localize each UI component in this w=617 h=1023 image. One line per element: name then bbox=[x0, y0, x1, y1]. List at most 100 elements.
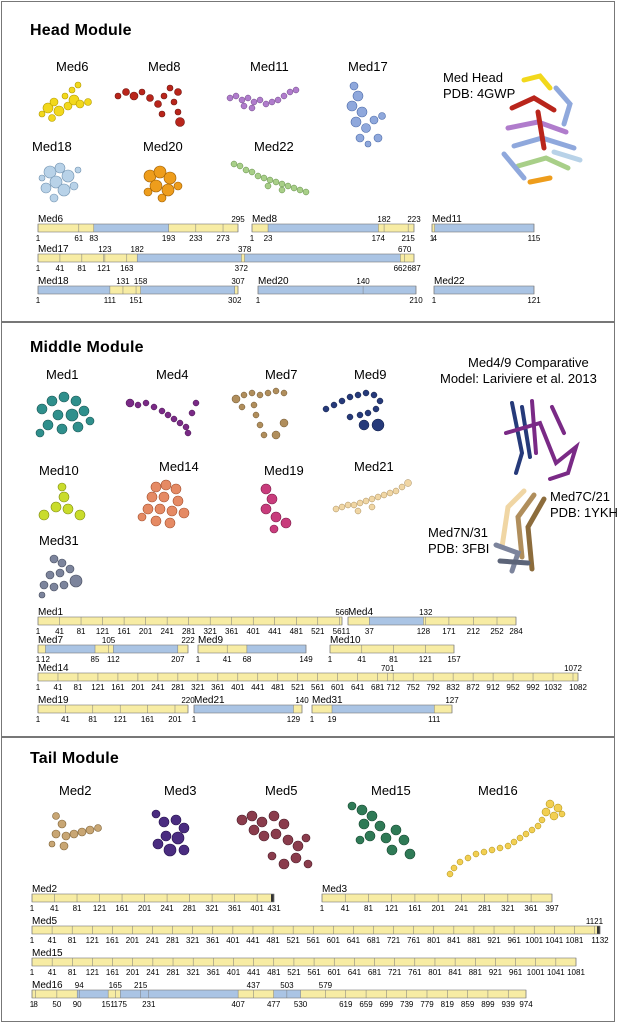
tick-label: 530 bbox=[294, 1000, 308, 1009]
tick-label: 441 bbox=[247, 968, 261, 977]
tick-label: 41 bbox=[223, 655, 232, 664]
tick-label: 307 bbox=[231, 277, 245, 286]
tick-label: 281 bbox=[171, 683, 185, 692]
med9-structure bbox=[322, 389, 385, 432]
tick-label: 41 bbox=[61, 715, 70, 724]
tick-label: 81 bbox=[88, 715, 97, 724]
tick-label: 4 bbox=[432, 234, 437, 243]
tick-label: 321 bbox=[187, 968, 201, 977]
middle-module-title: Middle Module bbox=[30, 339, 144, 356]
tick-label: 1 bbox=[328, 655, 333, 664]
protein-label-med2: Med2 bbox=[59, 783, 92, 798]
tick-label: 1001 bbox=[527, 968, 545, 977]
tail-module-title: Tail Module bbox=[30, 750, 120, 767]
tick-label: 41 bbox=[357, 655, 366, 664]
tick-label: 1 bbox=[196, 655, 201, 664]
tick-label: 161 bbox=[117, 627, 131, 636]
med-head-complex-structure bbox=[501, 73, 583, 185]
tick-label: 81 bbox=[77, 264, 86, 273]
med19-structure bbox=[260, 483, 292, 534]
tick-label: 115 bbox=[528, 234, 541, 243]
tick-label: 361 bbox=[211, 683, 225, 692]
tick-label: 1 bbox=[36, 627, 41, 636]
model-segment bbox=[300, 990, 526, 998]
tick-label: 127 bbox=[445, 696, 459, 705]
tick-label: 372 bbox=[235, 264, 249, 273]
tick-label: 175 bbox=[114, 1000, 128, 1009]
tick-label: 174 bbox=[372, 234, 386, 243]
tick-label: 140 bbox=[356, 277, 370, 286]
track-name: Med5 bbox=[32, 916, 57, 927]
tick-label: 158 bbox=[134, 277, 148, 286]
tick-label: 401 bbox=[227, 968, 241, 977]
med7-structure bbox=[231, 387, 289, 440]
tick-label: 1 bbox=[192, 715, 197, 724]
model-segment bbox=[432, 224, 435, 232]
structure-segment bbox=[140, 286, 235, 294]
tick-label: 1081 bbox=[565, 936, 583, 945]
tick-label: 321 bbox=[501, 904, 515, 913]
tick-label: 670 bbox=[398, 245, 412, 254]
protein-label-med5: Med5 bbox=[265, 783, 298, 798]
tick-label: 961 bbox=[509, 968, 523, 977]
tick-label: 761 bbox=[408, 968, 422, 977]
tick-label: 712 bbox=[386, 683, 400, 692]
tick-label: 321 bbox=[186, 936, 200, 945]
track-name: Med11 bbox=[432, 214, 462, 225]
tick-label: 1 bbox=[30, 904, 35, 913]
model-segment bbox=[38, 673, 578, 681]
model-segment bbox=[32, 894, 274, 902]
tick-label: 321 bbox=[191, 683, 205, 692]
tick-label: 161 bbox=[106, 936, 120, 945]
tick-label: 1 bbox=[250, 234, 255, 243]
tick-label: 151 bbox=[129, 296, 143, 305]
tick-label: 161 bbox=[408, 904, 422, 913]
tick-label: 801 bbox=[427, 936, 441, 945]
tick-label: 561 bbox=[307, 936, 321, 945]
model-segment bbox=[168, 224, 238, 232]
model-segment bbox=[108, 990, 121, 998]
structure-segment bbox=[194, 705, 294, 713]
track-name: Med16 bbox=[32, 980, 63, 991]
model-segment bbox=[423, 617, 516, 625]
tick-label: 921 bbox=[487, 936, 501, 945]
tick-label: 521 bbox=[311, 627, 325, 636]
tick-label: 477 bbox=[267, 1000, 281, 1009]
tick-label: 81 bbox=[364, 904, 373, 913]
model-segment bbox=[348, 617, 370, 625]
model-segment bbox=[198, 645, 247, 653]
tick-label: 939 bbox=[502, 1000, 516, 1009]
tick-label: 165 bbox=[109, 981, 123, 990]
tick-label: 121 bbox=[419, 655, 433, 664]
tick-label: 662 bbox=[394, 264, 408, 273]
tick-label: 761 bbox=[407, 936, 421, 945]
head-module-panel: Head Module Med6 Med8 Med11 Med17 Med18 … bbox=[1, 1, 615, 322]
tick-label: 1132 bbox=[591, 936, 609, 945]
tick-label: 281 bbox=[166, 968, 180, 977]
track-name: Med18 bbox=[38, 276, 69, 287]
tick-label: 701 bbox=[381, 664, 395, 673]
tick-label: 19 bbox=[328, 715, 337, 724]
protein-label-med16: Med16 bbox=[478, 783, 518, 798]
tick-label: 721 bbox=[387, 936, 401, 945]
tick-label: 481 bbox=[266, 936, 280, 945]
tick-label: 241 bbox=[160, 627, 174, 636]
tick-label: 361 bbox=[524, 904, 538, 913]
med-head-pdb-id: PDB: 4GWP bbox=[443, 86, 516, 101]
tick-label: 1 bbox=[310, 715, 315, 724]
tick-label: 281 bbox=[478, 904, 492, 913]
med22-structure bbox=[230, 160, 310, 196]
track-name: Med3 bbox=[322, 884, 347, 895]
tick-label: 241 bbox=[146, 936, 160, 945]
tick-label: 201 bbox=[126, 968, 140, 977]
protein-label-med1: Med1 bbox=[46, 367, 79, 382]
med7c-21-title: Med7C/21 bbox=[550, 489, 610, 504]
structure-segment bbox=[434, 224, 534, 232]
tick-label: 801 bbox=[428, 968, 442, 977]
model-segment bbox=[434, 705, 452, 713]
